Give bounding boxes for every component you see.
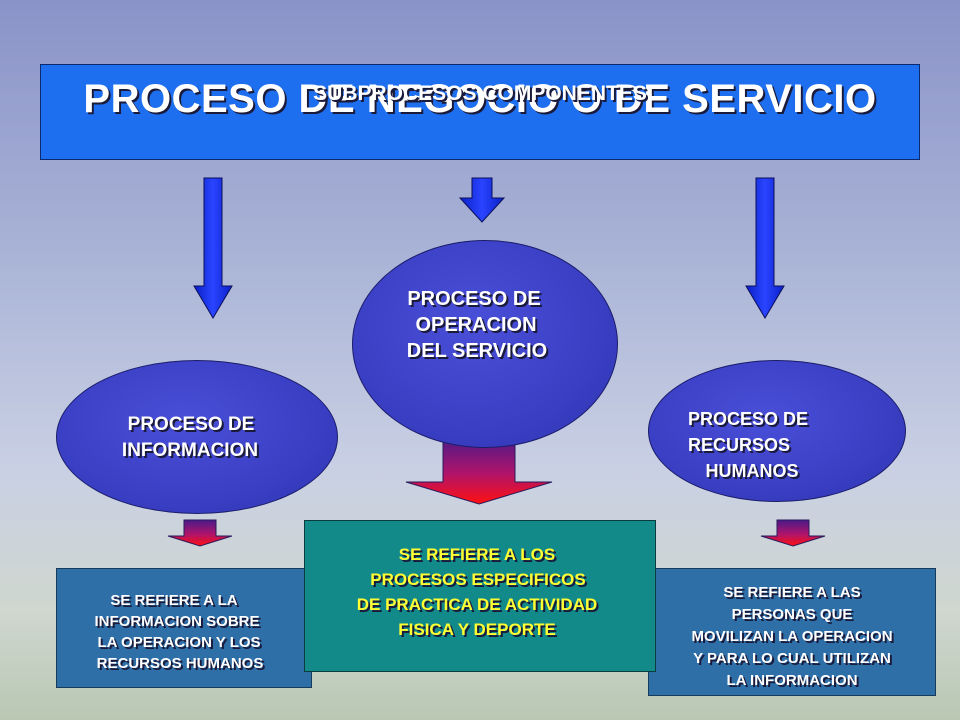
description-operacion-text: SE REFIERE A LOS PROCESOS ESPECIFICOS DE… bbox=[356, 545, 598, 639]
node-operacion-label: PROCESO DE OPERACION DEL SERVICIO bbox=[406, 288, 548, 362]
arrow-to-operacion bbox=[458, 177, 506, 223]
description-recursos bbox=[648, 568, 936, 696]
node-recursos bbox=[648, 360, 906, 502]
header-box: PROCESO DE NEGOCIO O DE SERVICIO bbox=[40, 64, 920, 160]
description-operacion bbox=[304, 520, 656, 672]
arrow-to-informacion bbox=[193, 177, 233, 319]
node-informacion bbox=[56, 360, 338, 514]
diagram-subtitle: SUBPROCESOS COMPONENTES bbox=[313, 82, 647, 105]
node-operacion bbox=[352, 240, 618, 448]
arrow-recursos-to-description bbox=[760, 519, 826, 547]
description-informacion bbox=[56, 568, 312, 688]
description-informacion-text: SE REFIERE A LA INFORMACION SOBRE LA OPE… bbox=[94, 592, 264, 672]
arrow-to-recursos bbox=[745, 177, 785, 319]
arrow-informacion-to-description bbox=[167, 519, 233, 547]
diagram-title: PROCESO DE NEGOCIO O DE SERVICIO bbox=[83, 77, 877, 121]
node-informacion-label: PROCESO DE INFORMACION bbox=[121, 414, 259, 461]
description-recursos-text: SE REFIERE A LAS PERSONAS QUE MOVILIZAN … bbox=[691, 584, 893, 689]
node-recursos-label: PROCESO DE RECURSOS HUMANOS bbox=[687, 409, 809, 481]
